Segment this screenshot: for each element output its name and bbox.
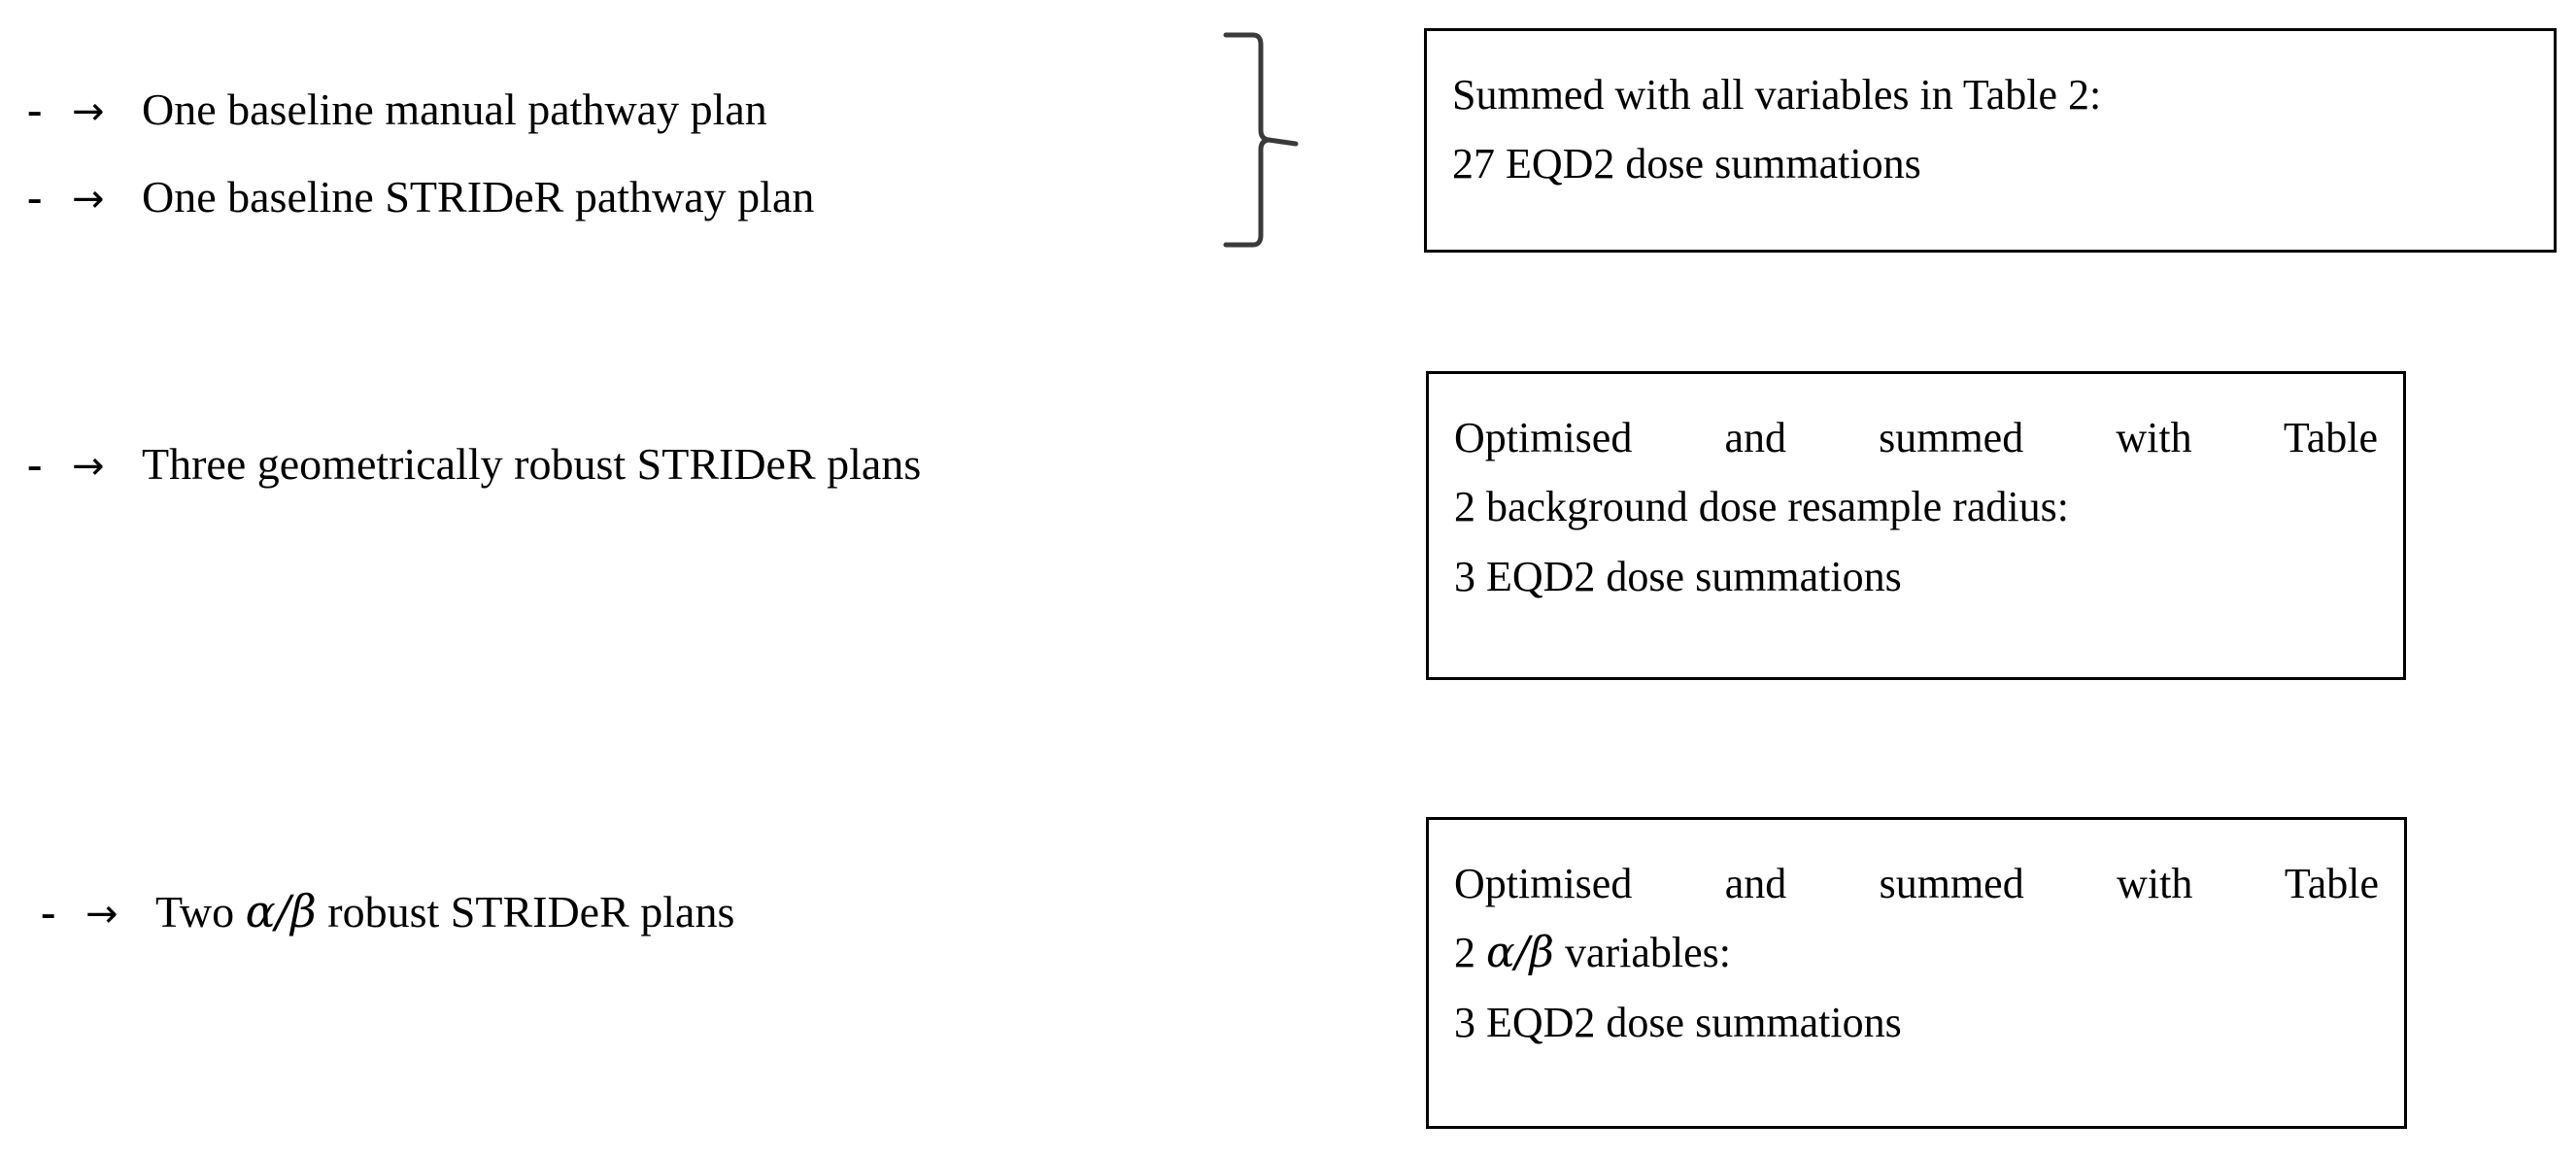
box3-line2: 2 α/β variables: (1454, 918, 2379, 987)
brace-svg (1223, 32, 1299, 248)
box-content: Optimised and summed with Table 2 backgr… (1429, 374, 2403, 621)
bullet-row-baseline-strider: - → One baseline STRIDeR pathway plan (27, 175, 814, 220)
box2-line1: Optimised and summed with Table (1454, 414, 2378, 461)
arrow-right-icon: → (72, 444, 105, 489)
bullet-row-alpha-beta-robust: - → Two α/β robust STRIDeR plans (41, 889, 734, 935)
box3-line3: 3 EQD2 dose summations (1454, 998, 1902, 1046)
bullet-dash-icon: - (41, 887, 56, 937)
bullet-label-baseline-manual: One baseline manual pathway plan (142, 85, 767, 134)
bullet-row-baseline-manual: - → One baseline manual pathway plan (27, 87, 767, 132)
alpha-beta-symbol: α/β (245, 885, 317, 937)
bullet-dash-icon: - (27, 172, 43, 221)
arrow-right-icon: → (72, 89, 105, 134)
bullet-label-baseline-strider: One baseline STRIDeR pathway plan (142, 172, 815, 221)
box-background-dose-resample: Optimised and summed with Table 2 backgr… (1426, 371, 2406, 680)
text-two: Two (155, 887, 246, 937)
arrow-right-icon: → (85, 892, 119, 937)
box2-line3: 3 EQD2 dose summations (1454, 552, 1902, 600)
box1-line1: Summed with all variables in Table 2: (1452, 71, 2102, 119)
box-content: Summed with all variables in Table 2: 27… (1427, 31, 2554, 209)
box2-line2: 2 background dose resample radius: (1454, 483, 2069, 531)
arrow-right-icon: → (72, 177, 105, 221)
bullet-label-geometrically-robust: Three geometrically robust STRIDeR plans (142, 439, 922, 489)
box1-line2: 27 EQD2 dose summations (1452, 140, 1921, 188)
bullet-dash-icon: - (27, 439, 43, 489)
box-content: Optimised and summed with Table 2 α/β va… (1429, 820, 2404, 1067)
box3-line2-suffix: variables: (1553, 929, 1732, 977)
bullet-dash-icon: - (27, 85, 43, 134)
alpha-beta-symbol: α/β (1486, 928, 1554, 978)
grouping-brace-icon (1216, 23, 1313, 261)
box-alpha-beta-variables: Optimised and summed with Table 2 α/β va… (1426, 817, 2407, 1129)
bullet-row-geometrically-robust: - → Three geometrically robust STRIDeR p… (27, 442, 921, 487)
text-robust-strider-plans: robust STRIDeR plans (316, 887, 735, 937)
bullet-label-alpha-beta-robust: Two α/β robust STRIDeR plans (155, 889, 734, 935)
box-summed-all-variables: Summed with all variables in Table 2: 27… (1424, 28, 2557, 253)
box3-line1: Optimised and summed with Table (1454, 860, 2379, 907)
box3-line2-prefix: 2 (1454, 929, 1486, 977)
